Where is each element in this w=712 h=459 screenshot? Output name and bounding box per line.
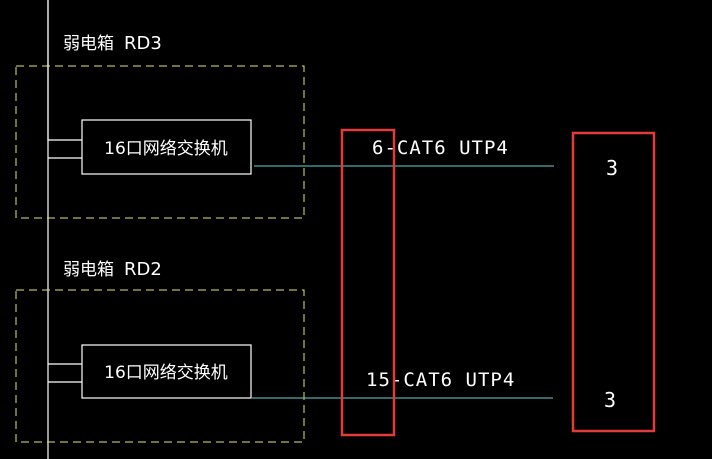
panel-rd2: 弱电箱 RD2 16口网络交换机 15-CAT6 UTP4 3 [15,259,616,443]
panel-rd2-cable-label: 15-CAT6 UTP4 [366,369,515,391]
panel-rd2-switch-label: 16口网络交换机 [104,363,228,383]
panel-rd2-dashed-box [15,289,305,443]
panel-rd3-feed-wire [47,0,82,141]
highlight-box-cable-labels [340,128,396,437]
panel-rd2-code: RD2 [124,259,162,280]
panel-rd3-switch-label: 16口网络交换机 [104,139,228,159]
panel-rd2-name: 弱电箱 [63,260,114,280]
panel-rd3-count: 3 [606,156,618,180]
panel-rd2-count: 3 [604,388,616,412]
panel-rd3: 弱电箱 RD3 16口网络交换机 6-CAT6 UTP4 3 [15,0,618,219]
panel-rd3-cable-label: 6-CAT6 UTP4 [372,137,509,159]
panel-rd3-code: RD3 [124,33,162,54]
panel-rd3-dashed-box [15,65,305,219]
panel-rd3-switch-box [81,119,252,175]
panel-rd2-switch-box [81,344,252,399]
highlight-box-counts [571,131,656,433]
panel-rd3-name: 弱电箱 [63,34,114,54]
